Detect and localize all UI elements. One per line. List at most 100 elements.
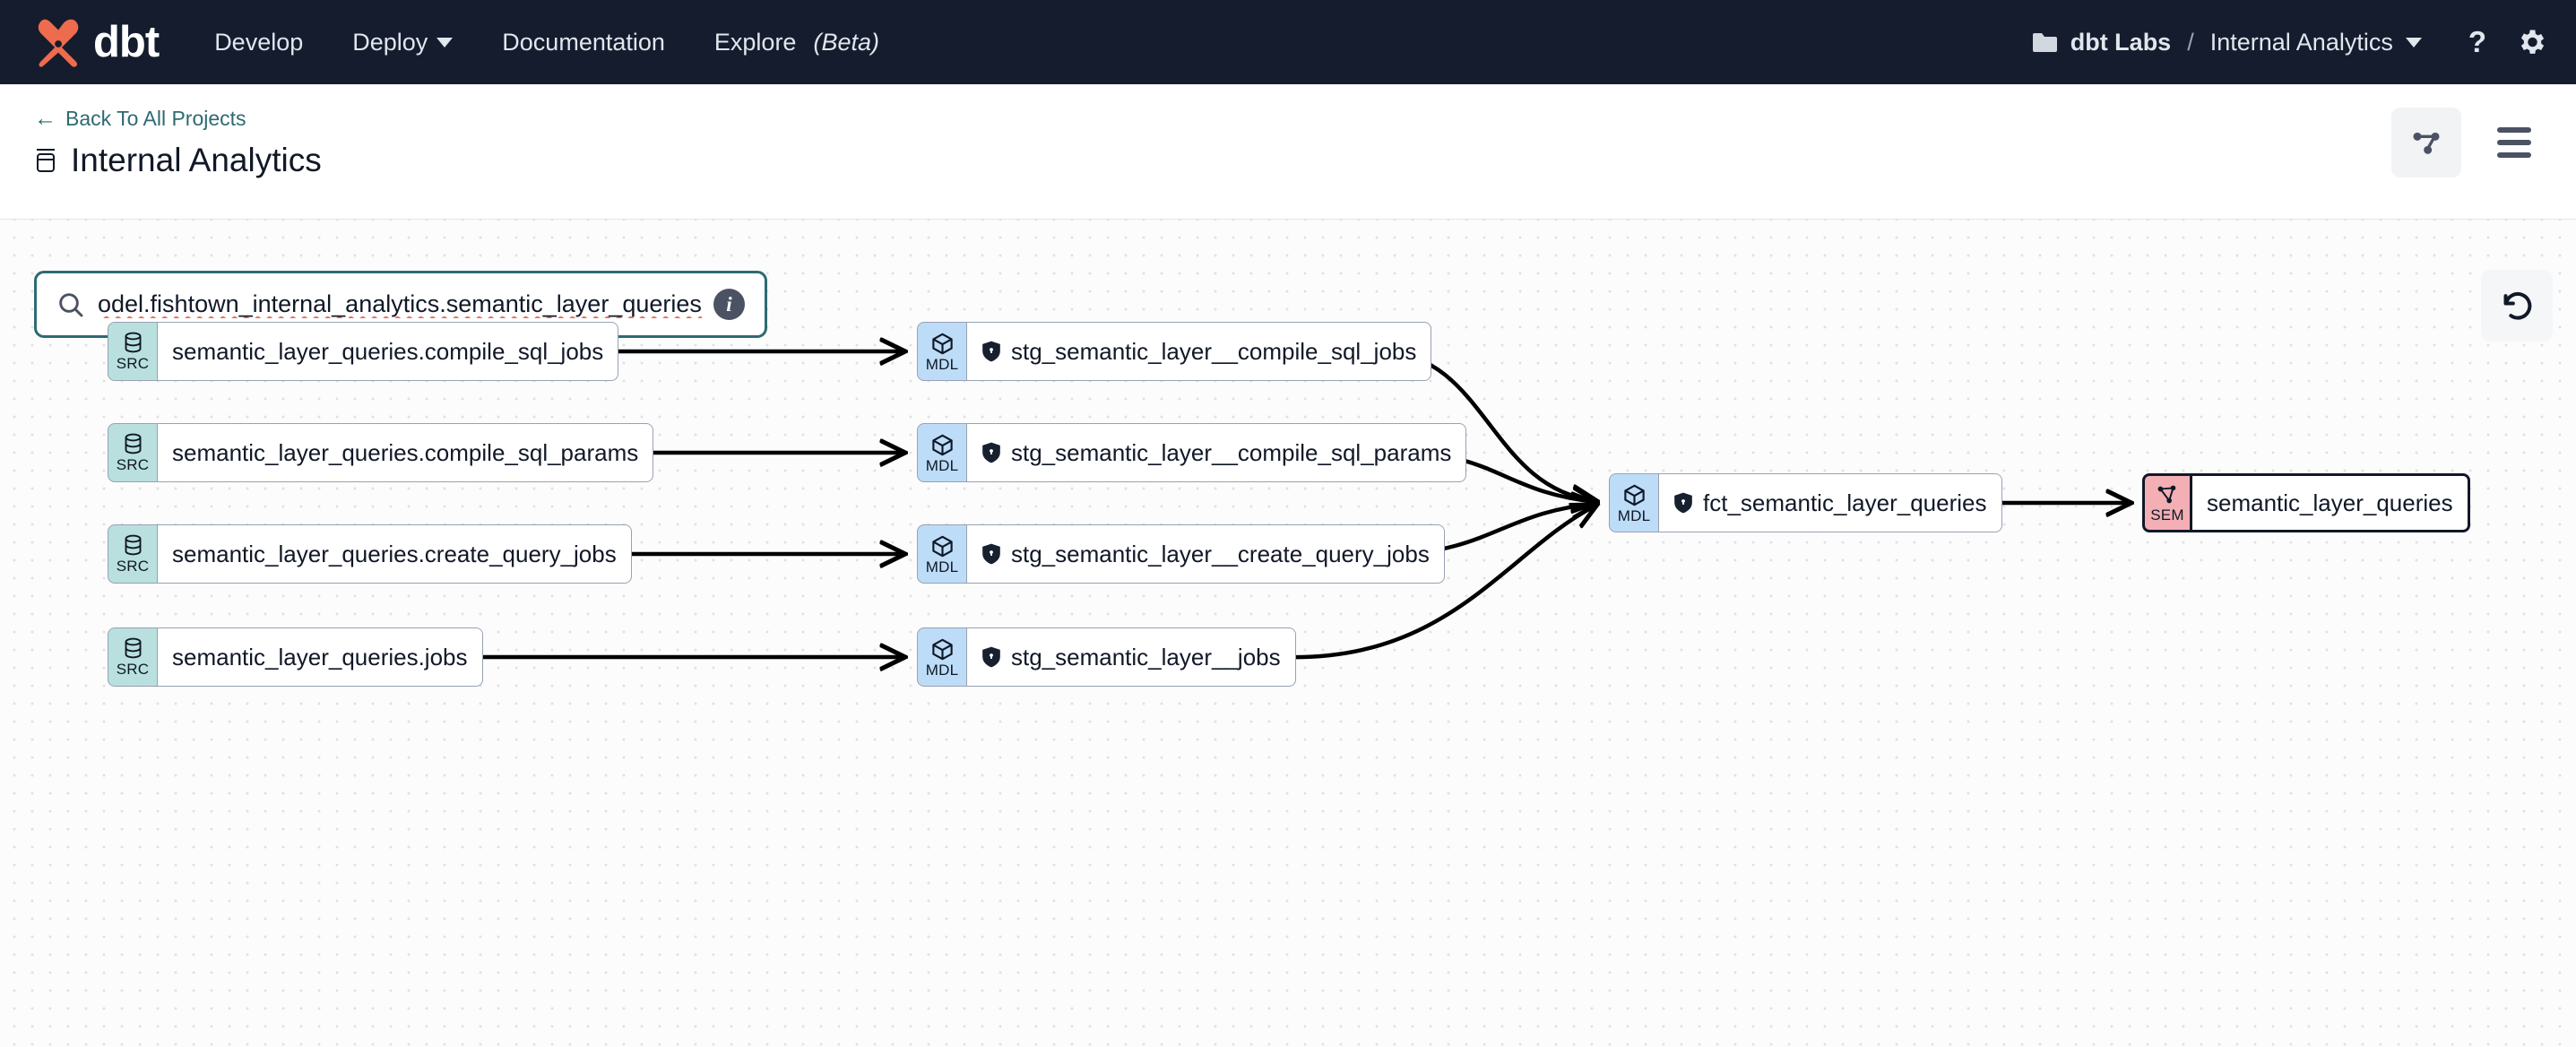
back-to-all-projects-link[interactable]: ← Back To All Projects	[34, 107, 246, 131]
semantic-graph-icon	[2156, 483, 2179, 506]
node-badge-label: MDL	[1617, 506, 1651, 524]
breadcrumb-separator: /	[2187, 28, 2194, 56]
nav-link-explore[interactable]: Explore (Beta)	[714, 29, 879, 56]
node-badge-label: MDL	[925, 355, 959, 373]
graph-node-mdl[interactable]: MDL stg_semantic_layer__create_query_job…	[917, 524, 1445, 584]
node-badge-sem: SEM	[2142, 473, 2192, 532]
node-label: fct_semantic_layer_queries	[1703, 489, 1987, 516]
database-cylinder-icon	[122, 332, 144, 355]
node-label: stg_semantic_layer__compile_sql_params	[1011, 438, 1452, 466]
graph-node-src[interactable]: SRC semantic_layer_queries.compile_sql_j…	[108, 322, 619, 381]
dbt-logo[interactable]: dbt	[32, 14, 160, 70]
nav-link-develop-label: Develop	[214, 28, 304, 56]
database-cylinder-icon	[122, 433, 144, 456]
database-cylinder-icon	[122, 534, 144, 558]
nav-link-deploy-label: Deploy	[352, 28, 428, 56]
lineage-graph-canvas[interactable]: odel.fishtown_internal_analytics.semanti…	[0, 220, 2576, 1047]
node-body[interactable]: stg_semantic_layer__create_query_jobs	[967, 524, 1445, 584]
cube-icon	[930, 637, 955, 662]
node-body[interactable]: fct_semantic_layer_queries	[1659, 473, 2002, 532]
gear-icon[interactable]	[2515, 26, 2547, 58]
reset-view-button[interactable]	[2481, 270, 2553, 342]
node-label: semantic_layer_queries.create_query_jobs	[172, 540, 617, 567]
node-badge-label: SEM	[2150, 506, 2184, 524]
node-badge-label: SRC	[116, 456, 150, 473]
shield-icon	[1673, 492, 1693, 514]
nav-links: Develop Deploy Documentation Explore (Be…	[214, 29, 879, 56]
node-label: stg_semantic_layer__create_query_jobs	[1011, 540, 1430, 567]
nav-link-documentation-label: Documentation	[502, 28, 665, 56]
graph-node-src[interactable]: SRC semantic_layer_queries.compile_sql_p…	[108, 423, 654, 482]
nav-right-cluster: dbt Labs / Internal Analytics ?	[2032, 25, 2547, 59]
node-badge-mdl: MDL	[917, 322, 967, 381]
node-label: stg_semantic_layer__compile_sql_jobs	[1011, 337, 1417, 365]
sub-header: ← Back To All Projects Internal Analytic…	[0, 84, 2576, 220]
info-icon[interactable]: i	[713, 289, 745, 320]
lineage-share-icon	[2413, 132, 2440, 154]
database-icon	[34, 147, 57, 174]
node-badge-src: SRC	[108, 423, 158, 482]
node-body[interactable]: stg_semantic_layer__jobs	[967, 627, 1296, 687]
node-body[interactable]: semantic_layer_queries.create_query_jobs	[158, 524, 632, 584]
breadcrumb-project[interactable]: Internal Analytics	[2209, 28, 2393, 56]
page-title: Internal Analytics	[34, 142, 322, 179]
graph-node-sem[interactable]: SEM semantic_layer_queries	[2142, 473, 2470, 532]
nav-link-documentation[interactable]: Documentation	[502, 29, 665, 56]
dbt-logo-text: dbt	[93, 18, 160, 66]
node-label: semantic_layer_queries	[2207, 489, 2453, 516]
graph-node-mdl[interactable]: MDL stg_semantic_layer__jobs	[917, 627, 1296, 687]
project-chevron-down-icon[interactable]	[2405, 37, 2422, 48]
back-link-label: Back To All Projects	[65, 107, 246, 130]
cube-icon	[930, 433, 955, 457]
top-navigation-bar: dbt Develop Deploy Documentation Explore…	[0, 0, 2576, 84]
database-cylinder-icon	[122, 637, 144, 661]
lineage-view-button[interactable]	[2391, 108, 2461, 177]
node-badge-label: MDL	[925, 456, 959, 474]
nav-link-develop[interactable]: Develop	[214, 29, 303, 56]
node-label: semantic_layer_queries.jobs	[172, 643, 468, 671]
graph-node-src[interactable]: SRC semantic_layer_queries.jobs	[108, 627, 483, 687]
hamburger-menu-icon	[2497, 127, 2531, 158]
shield-icon	[981, 442, 1001, 463]
header-tools	[2391, 108, 2549, 177]
back-arrow-icon: ←	[34, 106, 56, 131]
breadcrumb[interactable]: dbt Labs / Internal Analytics	[2032, 29, 2422, 56]
node-label: semantic_layer_queries.compile_sql_param…	[172, 438, 639, 466]
help-icon[interactable]: ?	[2468, 25, 2486, 58]
node-body[interactable]: semantic_layer_queries.jobs	[158, 627, 483, 687]
node-badge-label: MDL	[925, 661, 959, 679]
cube-icon	[1622, 483, 1647, 507]
node-label: stg_semantic_layer__jobs	[1011, 643, 1281, 671]
node-body[interactable]: semantic_layer_queries	[2192, 473, 2470, 532]
node-badge-mdl: MDL	[917, 423, 967, 482]
search-icon	[56, 290, 85, 319]
graph-node-mdl[interactable]: MDL stg_semantic_layer__compile_sql_jobs	[917, 322, 1432, 381]
node-badge-label: SRC	[116, 661, 150, 678]
node-badge-src: SRC	[108, 627, 158, 687]
search-input-value[interactable]: odel.fishtown_internal_analytics.semanti…	[98, 290, 702, 317]
reset-undo-icon	[2503, 291, 2532, 320]
graph-node-mdl[interactable]: MDL stg_semantic_layer__compile_sql_para…	[917, 423, 1467, 482]
menu-button[interactable]	[2479, 108, 2549, 177]
node-badge-mdl: MDL	[917, 627, 967, 687]
nav-link-explore-label: Explore	[713, 28, 797, 56]
graph-node-src[interactable]: SRC semantic_layer_queries.create_query_…	[108, 524, 632, 584]
folder-icon	[2032, 31, 2059, 54]
graph-node-fct[interactable]: MDL fct_semantic_layer_queries	[1609, 473, 2002, 532]
shield-icon	[981, 646, 1001, 668]
nav-link-explore-beta-tag: (Beta)	[813, 28, 879, 56]
node-badge-label: SRC	[116, 355, 150, 372]
dbt-x-logo-icon	[38, 19, 79, 67]
chevron-down-icon	[437, 37, 454, 48]
breadcrumb-org[interactable]: dbt Labs	[2070, 28, 2172, 56]
node-body[interactable]: stg_semantic_layer__compile_sql_jobs	[967, 322, 1432, 381]
shield-icon	[981, 543, 1001, 565]
node-badge-mdl: MDL	[1609, 473, 1659, 532]
node-body[interactable]: stg_semantic_layer__compile_sql_params	[967, 423, 1467, 482]
node-body[interactable]: semantic_layer_queries.compile_sql_param…	[158, 423, 654, 482]
cube-icon	[930, 332, 955, 356]
node-badge-label: MDL	[925, 558, 959, 575]
node-body[interactable]: semantic_layer_queries.compile_sql_jobs	[158, 322, 619, 381]
node-badge-src: SRC	[108, 322, 158, 381]
nav-link-deploy[interactable]: Deploy	[352, 28, 454, 56]
